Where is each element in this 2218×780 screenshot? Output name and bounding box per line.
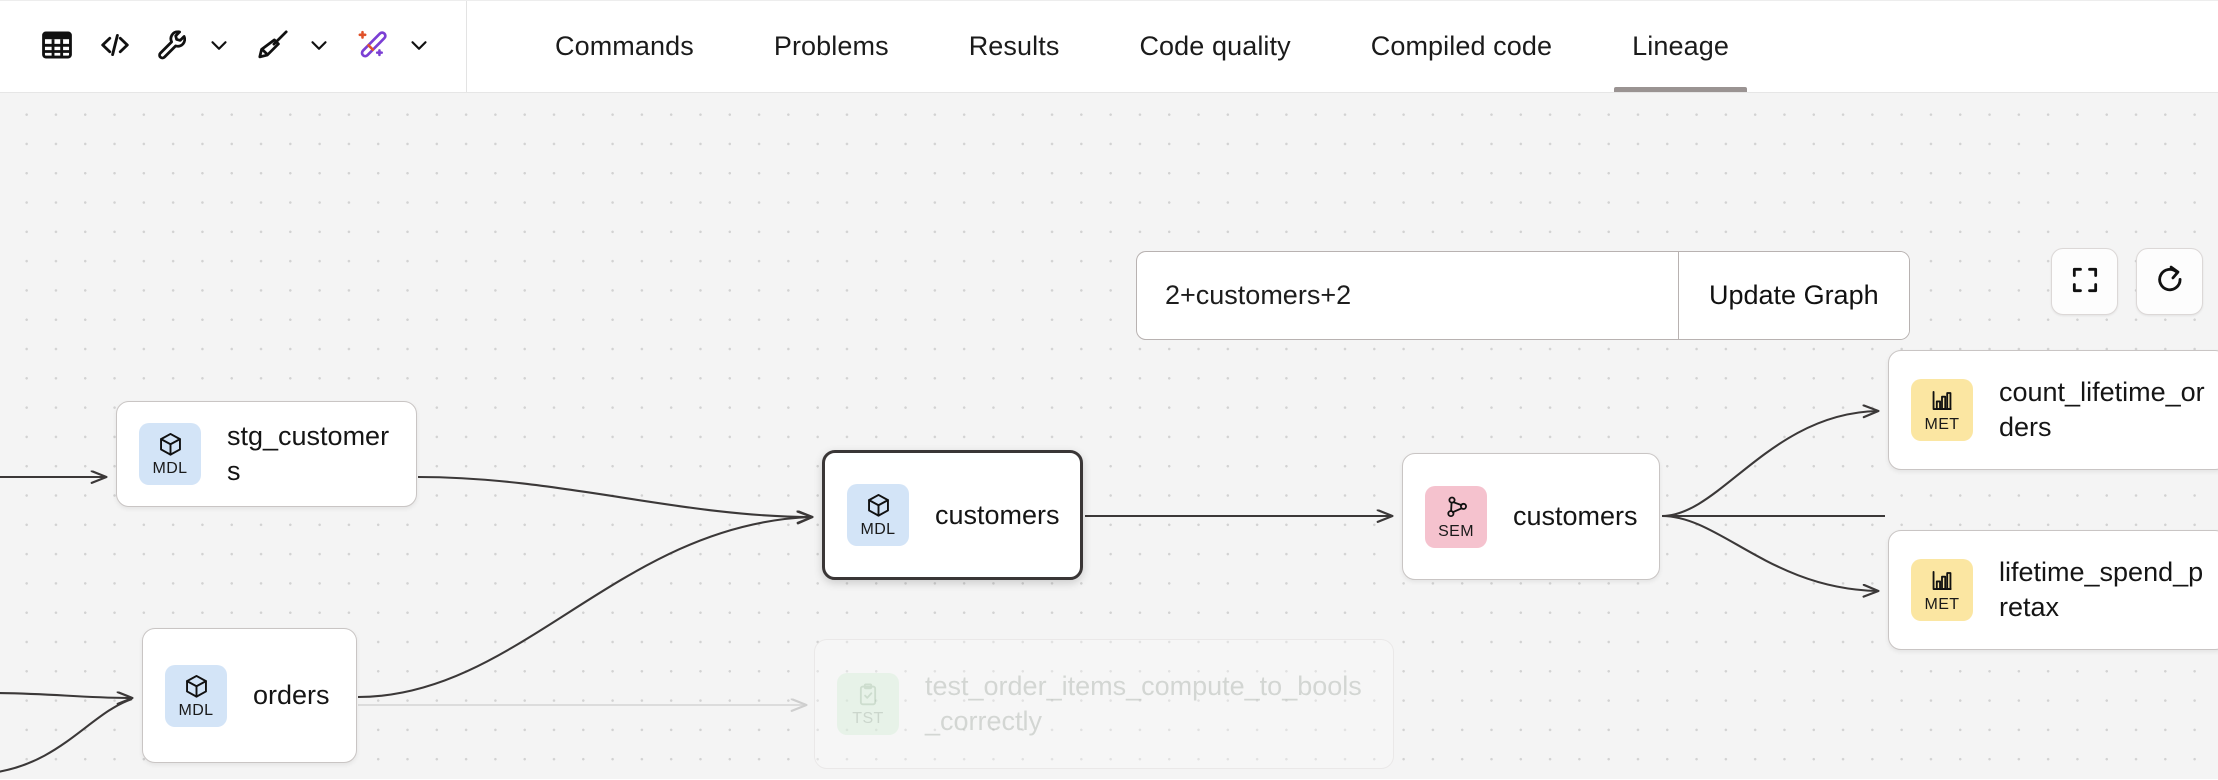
node-type-badge-mdl: MDL (847, 484, 909, 546)
editor-tabs: Commands Problems Results Code quality C… (467, 1, 1769, 92)
tab-lineage[interactable]: Lineage (1592, 1, 1769, 92)
ai-assist-button[interactable] (344, 18, 402, 76)
lineage-node-stg-customers[interactable]: MDL stg_customers (116, 401, 417, 507)
table-view-icon (40, 28, 74, 65)
edge-sem-to-count-lifetime-orders (1661, 411, 1878, 518)
node-label: lifetime_spend_pretax (1999, 557, 2204, 622)
lineage-selector-input[interactable] (1137, 252, 1678, 339)
graph-nodes-icon (1443, 494, 1470, 521)
reset-graph-button[interactable] (2136, 248, 2203, 315)
lineage-node-count-lifetime-orders[interactable]: MET count_lifetime_orders (1888, 350, 2218, 470)
magic-wand-icon (355, 27, 391, 66)
edge-sem-to-lifetime-spend-pretax (1661, 514, 1878, 591)
edge-orders-to-customers (357, 517, 812, 699)
node-type-badge-mdl: MDL (165, 664, 227, 727)
lineage-node-customers-semantic[interactable]: SEM customers (1402, 453, 1660, 580)
lineage-node-lifetime-spend-pretax[interactable]: MET lifetime_spend_pretax (1888, 530, 2218, 650)
cube-icon (157, 431, 184, 458)
tab-code-quality[interactable]: Code quality (1099, 1, 1330, 92)
node-type-badge-met: MET (1911, 379, 1973, 441)
tools-dropdown-button[interactable] (202, 18, 236, 76)
clipboard-check-icon (855, 682, 881, 708)
chevron-down-icon (306, 32, 332, 61)
lineage-node-customers-model[interactable]: MDL customers (822, 450, 1083, 580)
node-label: customers (1513, 501, 1638, 532)
broom-icon (255, 27, 291, 66)
tab-results[interactable]: Results (929, 1, 1100, 92)
fit-view-button[interactable] (2051, 248, 2118, 315)
badge-label: SEM (1438, 522, 1474, 540)
bar-chart-icon (1929, 388, 1955, 414)
tab-problems[interactable]: Problems (734, 1, 929, 92)
lineage-node-test-order-items[interactable]: TST test_order_items_compute_to_bools_co… (814, 639, 1394, 769)
node-type-badge-tst: TST (837, 673, 899, 735)
graph-corner-controls (2051, 248, 2203, 315)
node-label: count_lifetime_orders (1999, 377, 2205, 442)
tools-button[interactable] (144, 18, 202, 76)
graph-control-bar: Update Graph (1136, 251, 1910, 340)
node-type-badge-mdl: MDL (139, 423, 201, 485)
lineage-canvas[interactable]: Update Graph (0, 93, 2218, 779)
code-icon (97, 27, 133, 66)
badge-label: MDL (860, 521, 896, 538)
editor-toolbar: Commands Problems Results Code quality C… (0, 0, 2218, 93)
chevron-down-icon (406, 32, 432, 61)
badge-label: MET (1924, 595, 1960, 613)
cube-icon (865, 492, 892, 519)
chevron-down-icon (206, 32, 232, 61)
node-type-badge-met: MET (1911, 559, 1973, 621)
node-label: test_order_items_compute_to_bools_correc… (925, 671, 1362, 736)
format-dropdown-button[interactable] (302, 18, 336, 76)
tab-compiled-code[interactable]: Compiled code (1331, 1, 1592, 92)
badge-label: TST (852, 709, 884, 727)
refresh-icon (2153, 263, 2187, 300)
wrench-icon (155, 27, 191, 66)
badge-label: MET (1924, 415, 1960, 433)
node-label: customers (935, 499, 1060, 530)
node-label: stg_customers (227, 421, 390, 486)
node-type-badge-sem: SEM (1425, 485, 1487, 548)
edge-stg-to-customers (417, 475, 812, 517)
tab-commands[interactable]: Commands (515, 1, 734, 92)
badge-label: MDL (178, 701, 214, 719)
code-button[interactable] (86, 18, 144, 76)
toolbar-divider (466, 1, 467, 92)
fit-screen-icon (2069, 264, 2101, 299)
node-label: orders (253, 680, 330, 711)
ai-assist-dropdown-button[interactable] (402, 18, 436, 76)
toolbar-icon-group (0, 1, 466, 92)
bar-chart-icon (1929, 568, 1955, 594)
format-button[interactable] (244, 18, 302, 76)
table-view-button[interactable] (28, 18, 86, 76)
edge-in-orders-b (0, 698, 133, 773)
edge-in-orders-a (0, 693, 132, 698)
badge-label: MDL (152, 460, 188, 477)
lineage-node-orders[interactable]: MDL orders (142, 628, 357, 763)
cube-icon (183, 673, 210, 700)
update-graph-button[interactable]: Update Graph (1678, 252, 1909, 339)
